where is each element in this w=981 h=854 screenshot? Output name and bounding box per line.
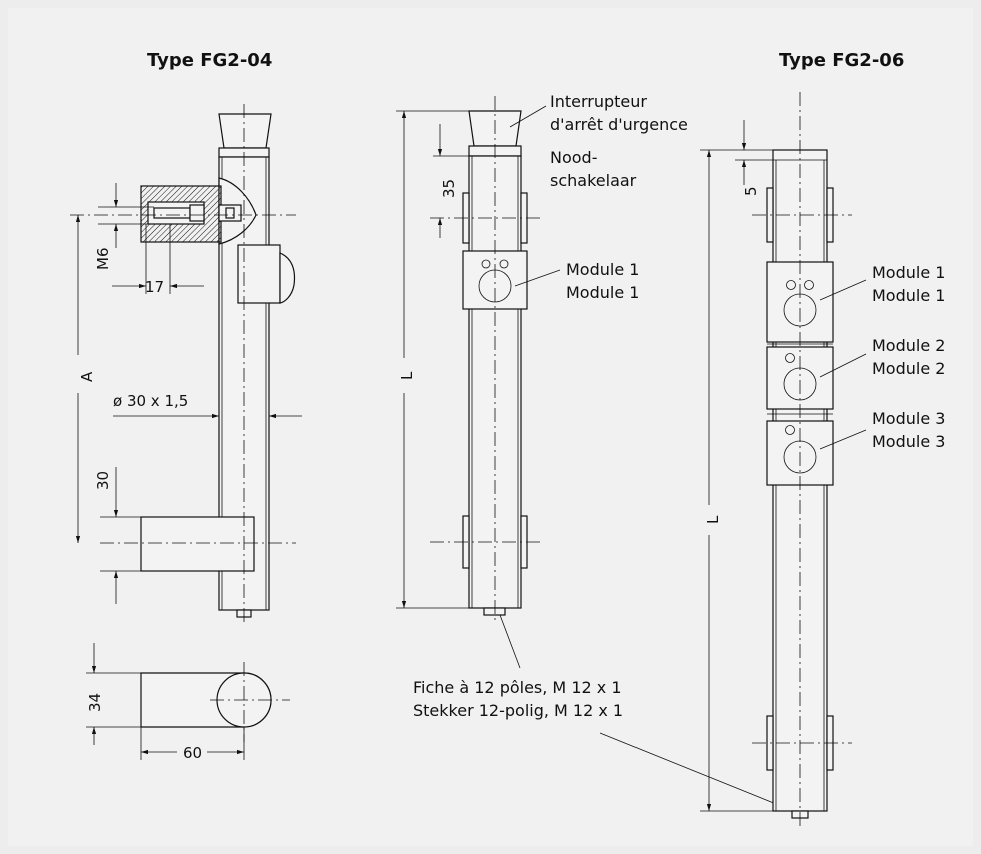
label-right-module-3a: Module 3 bbox=[872, 409, 945, 428]
foot-bracket bbox=[140, 516, 255, 572]
title-fg2-06: Type FG2-06 bbox=[779, 50, 904, 71]
label-estop-nl: Nood- bbox=[550, 148, 597, 167]
fg2-04-top-view: 34 60 bbox=[86, 643, 290, 762]
dim-5: 5 bbox=[742, 186, 760, 196]
dim-m6: M6 bbox=[94, 248, 112, 271]
fg2-06-view: 5 L Module 1 Module 1 Module 2 Module 2 … bbox=[700, 92, 945, 826]
fg2-04-front-view: M6 17 A ø 30 x 1,5 30 bbox=[70, 104, 302, 624]
dim-34: 34 bbox=[86, 693, 104, 712]
middle-view: L 35 Interrupteur d'arrêt d'urgence Nood… bbox=[396, 92, 797, 813]
dim-l-right: L bbox=[704, 515, 722, 524]
dim-60: 60 bbox=[183, 744, 202, 762]
clamp-lever bbox=[279, 252, 296, 304]
label-mid-module-1a: Module 1 bbox=[566, 260, 639, 279]
title-fg2-04: Type FG2-04 bbox=[147, 50, 272, 71]
label-mid-module-1b: Module 1 bbox=[566, 283, 639, 302]
dim-l-middle: L bbox=[398, 371, 416, 380]
label-right-module-1a: Module 1 bbox=[872, 263, 945, 282]
dim-a: A bbox=[78, 371, 96, 382]
label-right-module-2a: Module 2 bbox=[872, 336, 945, 355]
dim-tube-diameter: ø 30 x 1,5 bbox=[113, 392, 188, 410]
label-estop-fr-2: d'arrêt d'urgence bbox=[550, 115, 688, 134]
label-plug-nl: Stekker 12-polig, M 12 x 1 bbox=[413, 701, 623, 720]
label-estop-nl-2: schakelaar bbox=[550, 171, 637, 190]
plug-middle bbox=[483, 607, 506, 616]
knob-left bbox=[218, 113, 272, 149]
label-estop-fr: Interrupteur bbox=[550, 92, 647, 111]
label-right-module-2b: Module 2 bbox=[872, 359, 945, 378]
m6-screw bbox=[153, 207, 191, 219]
dim-35: 35 bbox=[440, 179, 458, 198]
label-right-module-1b: Module 1 bbox=[872, 286, 945, 305]
dim-30: 30 bbox=[94, 471, 112, 490]
dim-17: 17 bbox=[145, 278, 164, 296]
label-right-module-3b: Module 3 bbox=[872, 432, 945, 451]
label-plug-fr: Fiche à 12 pôles, M 12 x 1 bbox=[413, 678, 622, 697]
